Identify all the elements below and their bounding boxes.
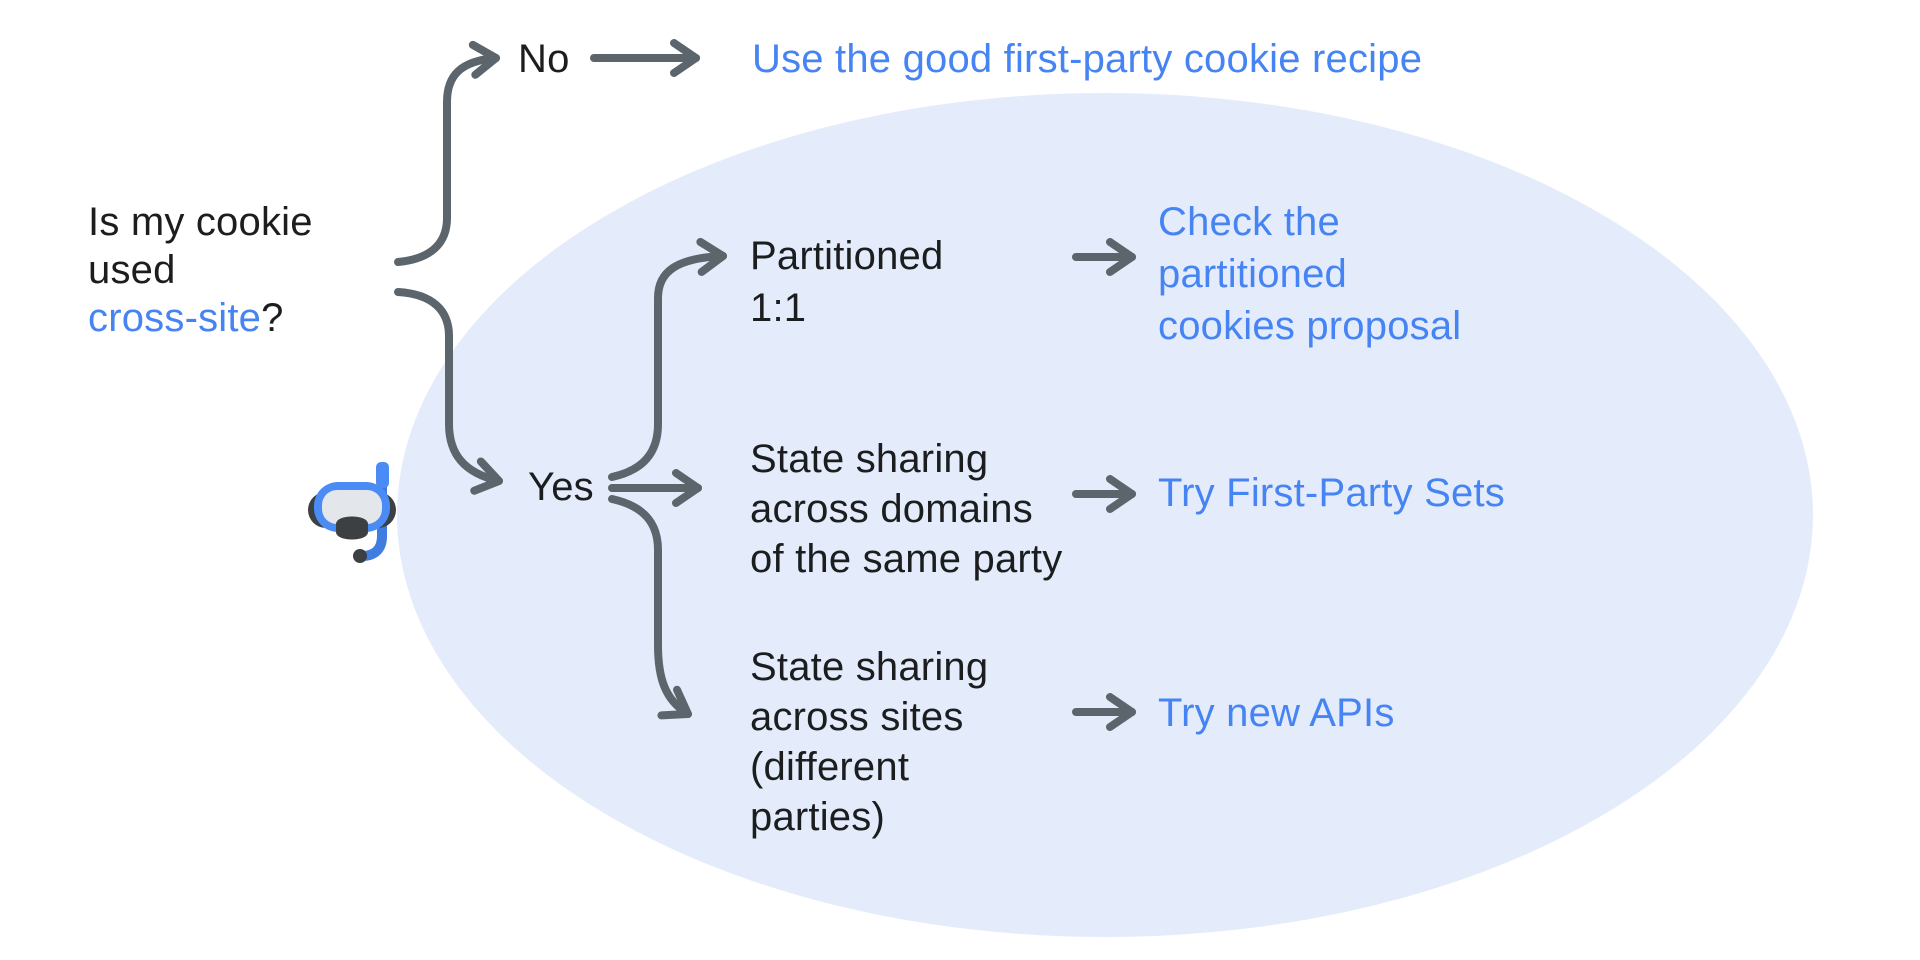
connector-question-to-no (394, 40, 500, 266)
condition-partitioned: Partitioned 1:1 (750, 234, 944, 330)
question-text: Is my cookie used cross-site? (88, 198, 313, 342)
question-line3: cross-site? (88, 296, 284, 340)
connector-yes-to-sites (608, 495, 692, 720)
result-domains-link[interactable]: Try First-Party Sets (1158, 471, 1505, 515)
no-result-link[interactable]: Use the good first-party cookie recipe (752, 37, 1423, 81)
result-sites-link[interactable]: Try new APIs (1158, 691, 1395, 735)
question-line2: used (88, 248, 176, 292)
no-branch-label: No (518, 37, 570, 81)
cross-site-highlight: cross-site (88, 296, 262, 340)
result-partitioned-link[interactable]: Check the partitioned cookies proposal (1158, 200, 1462, 348)
connector-question-to-yes (394, 288, 503, 495)
question-line1: Is my cookie (88, 200, 313, 244)
yes-branch-label: Yes (528, 465, 594, 509)
condition-sites: State sharing across sites (different pa… (750, 645, 989, 839)
cross-site-ellipse (397, 93, 1813, 937)
diving-mask-icon (308, 462, 396, 563)
condition-domains: State sharing across domains of the same… (750, 437, 1063, 581)
connector-yes-to-partitioned (608, 237, 727, 481)
